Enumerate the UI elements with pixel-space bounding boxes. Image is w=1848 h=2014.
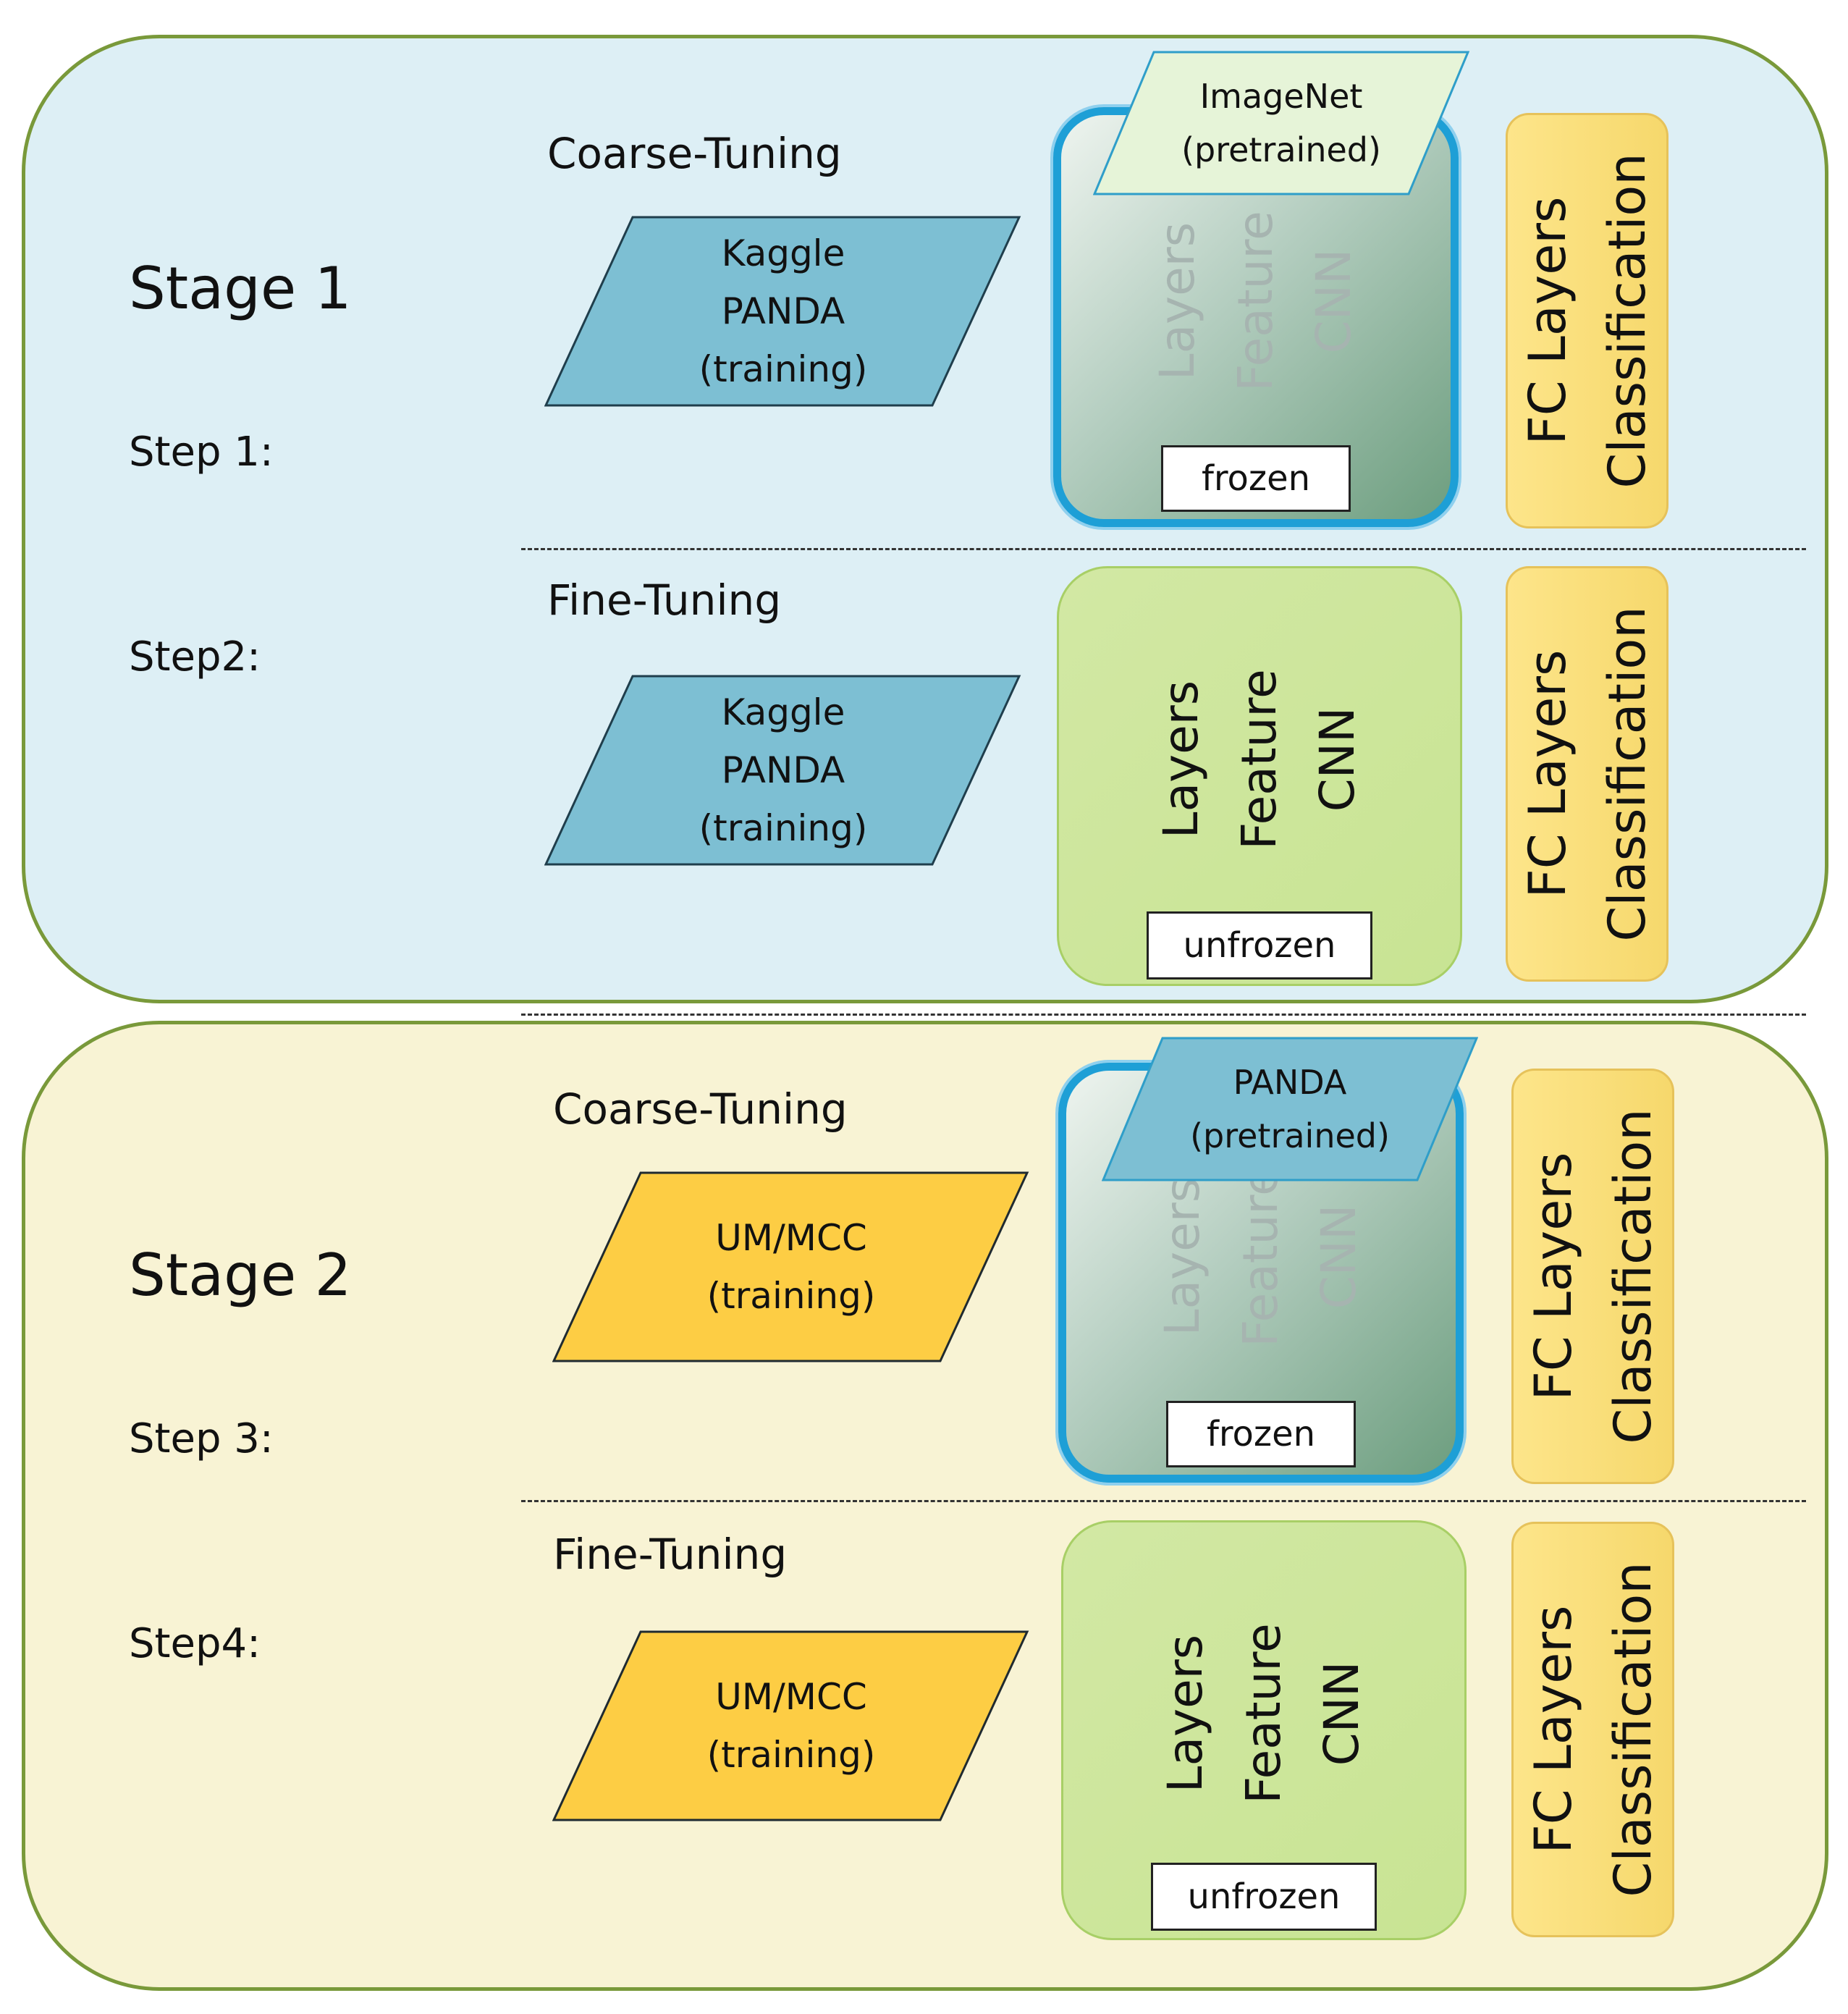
cnn-line: Feature	[1228, 210, 1283, 392]
cnn-line: CNN	[1311, 1204, 1367, 1310]
dataset-line: (training)	[706, 1734, 876, 1776]
unfrozen-label: unfrozen	[1147, 911, 1372, 979]
step-divider	[521, 1500, 1806, 1502]
kaggle-panda-dataset-step2: Kaggle PANDA (training)	[544, 675, 1022, 866]
dataset-line: (training)	[706, 1275, 876, 1317]
cnn-feature-layers-text: Layers Feature CNN	[1147, 1623, 1381, 1803]
stage-2-title: Stage 2	[129, 1242, 352, 1309]
cnn-feature-layers-step4: Layers Feature CNN unfrozen	[1061, 1520, 1467, 1940]
fc-line: Classification	[1597, 153, 1657, 489]
tag-line: ImageNet	[1199, 77, 1363, 116]
classification-fc-layers-step2: FC Layers Classification	[1506, 566, 1668, 982]
fc-text: FC Layers Classification	[1514, 1108, 1672, 1444]
step-2-label: Step2:	[129, 633, 261, 681]
cnn-feature-layers-text: Layers Feature CNN	[1142, 669, 1377, 849]
cnn-line: Layers	[1157, 1634, 1213, 1793]
cnn-feature-layers-text: Layers Feature CNN	[1139, 211, 1373, 391]
tag-shape	[1093, 51, 1469, 195]
cnn-feature-layers-text: Layers Feature CNN	[1144, 1166, 1378, 1347]
parallelogram-shape	[544, 216, 1021, 407]
dataset-line: PANDA	[721, 290, 845, 332]
dataset-line: Kaggle	[721, 691, 845, 733]
tag-line: (pretrained)	[1190, 1116, 1390, 1155]
cnn-line: CNN	[1314, 1661, 1370, 1766]
panda-pretrained-tag: PANDA (pretrained)	[1102, 1037, 1478, 1181]
step-3-tuning-label: Coarse-Tuning	[553, 1084, 848, 1134]
step-1-tuning-label: Coarse-Tuning	[547, 129, 842, 178]
fc-text: FC Layers Classification	[1514, 1562, 1672, 1897]
parallelogram-shape	[552, 1171, 1029, 1362]
step-divider	[521, 548, 1806, 550]
imagenet-pretrained-tag: ImageNet (pretrained)	[1093, 51, 1469, 195]
fc-line: FC Layers	[1517, 649, 1577, 898]
dataset-line: UM/MCC	[715, 1217, 867, 1259]
fc-line: Classification	[1603, 1562, 1663, 1897]
fc-line: FC Layers	[1517, 196, 1577, 445]
frozen-label: frozen	[1166, 1401, 1356, 1467]
parallelogram-shape	[544, 675, 1021, 866]
parallelogram-shape	[552, 1630, 1029, 1821]
fc-line: FC Layers	[1523, 1152, 1583, 1401]
cnn-line: CNN	[1306, 248, 1362, 354]
step-1-label: Step 1:	[129, 429, 274, 476]
um-mcc-dataset-step4: UM/MCC (training)	[552, 1630, 1030, 1821]
fc-line: Classification	[1597, 606, 1657, 942]
dataset-line: (training)	[699, 807, 868, 849]
cnn-line: Feature	[1231, 669, 1287, 850]
fc-line: FC Layers	[1523, 1605, 1583, 1854]
tag-line: (pretrained)	[1181, 130, 1381, 169]
stage-1-title: Stage 1	[129, 255, 352, 322]
classification-fc-layers-step4: FC Layers Classification	[1511, 1522, 1674, 1937]
stage-divider	[521, 1014, 1806, 1016]
fc-line: Classification	[1603, 1108, 1663, 1444]
dataset-line: (training)	[699, 348, 868, 390]
kaggle-panda-dataset-step1: Kaggle PANDA (training)	[544, 216, 1022, 407]
dataset-line: UM/MCC	[715, 1676, 867, 1718]
um-mcc-dataset-step3: UM/MCC (training)	[552, 1171, 1030, 1362]
classification-fc-layers-step1: FC Layers Classification	[1506, 113, 1668, 528]
dataset-line: PANDA	[721, 749, 845, 791]
unfrozen-label: unfrozen	[1151, 1863, 1377, 1931]
frozen-label: frozen	[1161, 445, 1351, 512]
fc-text: FC Layers Classification	[1508, 153, 1666, 489]
classification-fc-layers-step3: FC Layers Classification	[1511, 1069, 1674, 1484]
tag-line: PANDA	[1233, 1063, 1347, 1102]
cnn-line: CNN	[1309, 707, 1365, 812]
cnn-line: Layers	[1153, 680, 1209, 839]
dataset-line: Kaggle	[721, 232, 845, 274]
step-4-tuning-label: Fine-Tuning	[553, 1530, 788, 1579]
cnn-line: Feature	[1233, 1166, 1288, 1347]
fc-text: FC Layers Classification	[1508, 606, 1666, 942]
cnn-line: Feature	[1236, 1623, 1291, 1804]
cnn-line: Layers	[1149, 222, 1205, 380]
step-2-tuning-label: Fine-Tuning	[547, 576, 782, 625]
tag-shape	[1102, 1037, 1478, 1181]
cnn-line: Layers	[1155, 1177, 1210, 1336]
cnn-feature-layers-step2: Layers Feature CNN unfrozen	[1057, 566, 1462, 986]
step-3-label: Step 3:	[129, 1415, 274, 1462]
step-4-label: Step4:	[129, 1620, 261, 1667]
